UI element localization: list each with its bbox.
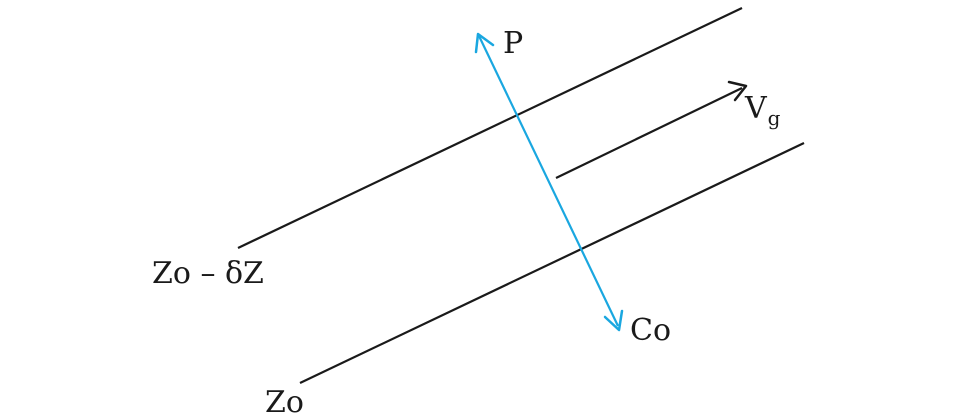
label-co: Co (630, 313, 671, 348)
label-vg-main: V (744, 91, 768, 126)
label-p: P (503, 26, 523, 61)
vg-vector-shaft (555, 87, 743, 179)
p-co-vector-shaft (478, 35, 619, 327)
vg-arrowhead-icon (727, 80, 748, 102)
label-zo: Zo (265, 385, 304, 420)
isoline-zo (299, 142, 805, 384)
label-zo-minus-dz: Zo – δZ (152, 256, 264, 291)
p-co-vector (474, 32, 624, 332)
label-vg: Vg (744, 91, 781, 130)
vg-vector (555, 80, 748, 179)
p-arrowhead-icon (474, 32, 495, 54)
co-arrowhead-icon (603, 309, 624, 332)
isoline-zo-minus-dz (237, 7, 743, 249)
label-vg-sub: g (768, 106, 781, 130)
